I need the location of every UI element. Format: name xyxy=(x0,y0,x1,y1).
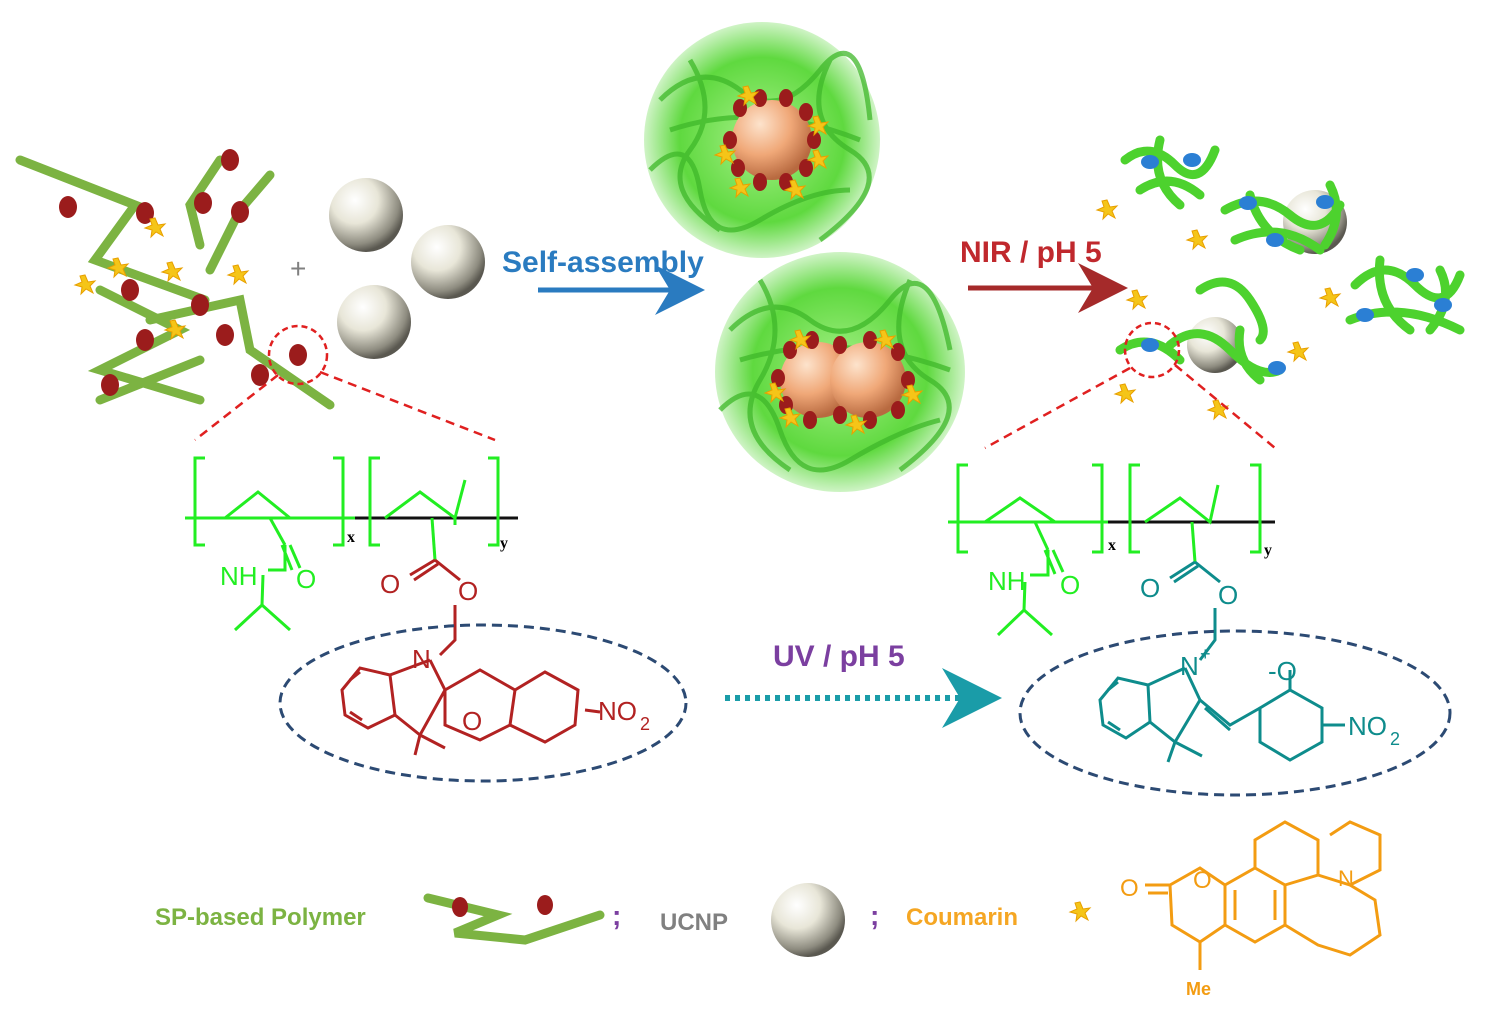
ucnp-sphere xyxy=(1187,317,1243,373)
sp-unit xyxy=(289,344,307,366)
subscript-y: y xyxy=(500,535,508,552)
no2-label: NO xyxy=(598,696,637,726)
ucnp-sphere xyxy=(329,178,403,252)
legend-coumarin-star xyxy=(1069,901,1091,922)
spiropyran-units xyxy=(59,149,307,396)
coumarin-ring-o: O xyxy=(1193,867,1212,894)
ester-o1-label: O xyxy=(380,569,400,599)
sp-unit xyxy=(221,149,239,171)
mc-polymer-structure: NH O x y N + xyxy=(948,463,1452,797)
subscript-y: y xyxy=(1264,542,1272,559)
micelle-bottom xyxy=(715,252,965,492)
polymer-chain-2 xyxy=(185,155,225,250)
phenolate-o-label: -O xyxy=(1268,656,1297,686)
ester-o1-label: O xyxy=(1140,573,1160,603)
nh-label: NH xyxy=(988,566,1026,596)
amide-o-label: O xyxy=(1060,570,1080,600)
sp-polymer-structure: NH O x y O O N xyxy=(185,456,688,783)
mc-dashed-ellipse xyxy=(1018,629,1452,797)
zoom-circle-right xyxy=(1123,321,1181,379)
legend-sp-unit xyxy=(452,897,468,917)
sp-unit xyxy=(59,196,77,218)
legend-separator: ; xyxy=(612,900,621,931)
zoom-line xyxy=(984,366,1131,450)
sp-unit xyxy=(216,324,234,346)
zoom-circle-left xyxy=(267,324,329,386)
polymer-chain-6 xyxy=(95,355,205,405)
sp-unit xyxy=(101,374,119,396)
legend-sp-unit xyxy=(537,895,553,915)
amide-o-label: O xyxy=(296,564,316,594)
legend-sp-polymer-label: SP-based Polymer xyxy=(155,904,366,931)
ester-o2-label: O xyxy=(458,576,478,606)
legend-ucnp-sphere xyxy=(771,883,845,957)
legend-polymer-icon xyxy=(423,893,605,945)
sp-unit xyxy=(121,279,139,301)
micelle-top xyxy=(644,22,880,258)
n-plus-label: N xyxy=(1180,651,1199,681)
plus-sign: + xyxy=(290,253,306,284)
ucnp-sphere xyxy=(337,285,411,359)
coumarin-n: N xyxy=(1338,866,1354,891)
sp-unit xyxy=(231,201,249,223)
sp-dashed-ellipse xyxy=(278,623,688,783)
self-assembly-label: Self-assembly xyxy=(502,246,704,279)
plus-charge-label: + xyxy=(1200,644,1211,664)
pyran-o-label: O xyxy=(462,706,482,736)
ucnp-sphere xyxy=(411,225,485,299)
released-polymer-clusters xyxy=(1096,135,1465,420)
legend-coumarin-label: Coumarin xyxy=(906,904,1018,931)
coumarin-me: Me xyxy=(1186,979,1211,999)
legend-separator: ; xyxy=(870,900,879,931)
polymer-chain-4 xyxy=(87,285,205,405)
legend: SP-based Polymer ; UCNP ; Coumarin O O N… xyxy=(155,820,1382,999)
sp-unit xyxy=(136,202,154,224)
sp-unit xyxy=(194,192,212,214)
zoom-line xyxy=(319,370,496,442)
coumarin-carbonyl-o: O xyxy=(1120,875,1139,902)
indoline-n-label: N xyxy=(412,644,431,674)
nir-ph-label: NIR / pH 5 xyxy=(960,236,1102,269)
ucnp-spheres xyxy=(329,178,485,359)
subscript-x: x xyxy=(1108,537,1116,554)
sp-unit xyxy=(136,329,154,351)
polymer-chain-1 xyxy=(15,155,210,305)
no2-sub-label: 2 xyxy=(1390,729,1400,749)
sp-unit xyxy=(251,364,269,386)
coumarin-structure xyxy=(1145,820,1382,970)
ucnp-core xyxy=(830,342,906,418)
no2-label: NO xyxy=(1348,711,1387,741)
ucnp-core xyxy=(732,100,812,180)
no2-sub-label: 2 xyxy=(640,714,650,734)
nh-label: NH xyxy=(220,561,258,591)
legend-ucnp-label: UCNP xyxy=(660,909,728,936)
zoom-line xyxy=(194,374,279,441)
zoom-line xyxy=(1174,364,1276,449)
subscript-x: x xyxy=(347,529,355,546)
sp-unit xyxy=(191,294,209,316)
ester-o2-label: O xyxy=(1218,580,1238,610)
uv-ph-label: UV / pH 5 xyxy=(773,640,905,673)
